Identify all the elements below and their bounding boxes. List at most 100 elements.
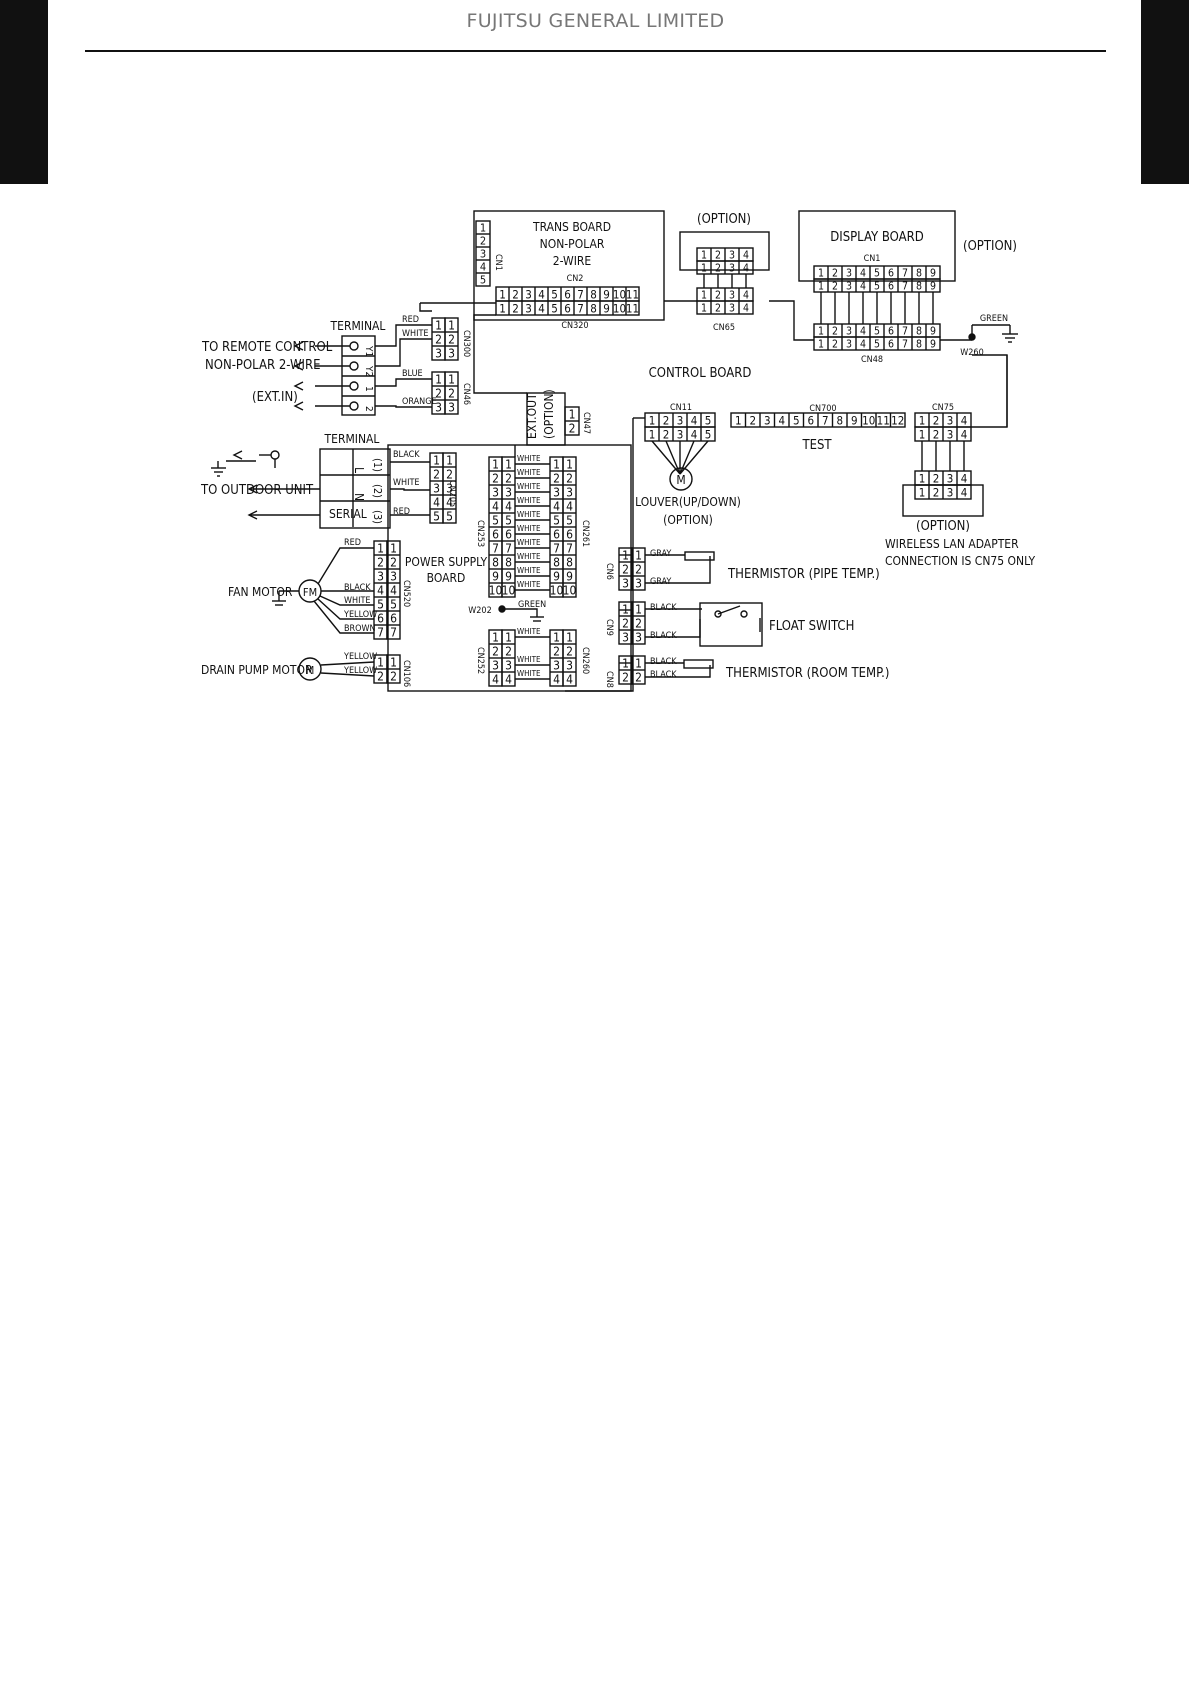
pin-number: 2 [832, 339, 838, 351]
pin-number: 3 [947, 472, 954, 486]
terminal-screw [349, 341, 359, 351]
pin-number: 4 [743, 290, 749, 302]
pin-number: 2 [390, 556, 397, 570]
pin-number: 2 [933, 486, 940, 500]
pin-number: 4 [743, 250, 749, 262]
cn9-label: CN9 [604, 619, 614, 636]
pin-number: 10 [550, 584, 564, 598]
wire-color-label: WHITE [517, 580, 541, 589]
wire-color-label: WHITE [517, 496, 541, 505]
to-remote-label: NON-POLAR 2-WIRE [205, 358, 320, 373]
terminal-N: N [352, 493, 366, 501]
display-board-label: DISPLAY BOARD [830, 230, 924, 245]
wire-color-label: WHITE [517, 566, 541, 575]
pin-number: 4 [860, 268, 866, 280]
pin-number: 2 [715, 250, 721, 262]
pin-number: 3 [947, 486, 954, 500]
pin-number: 2 [715, 263, 721, 275]
trans-board-label: TRANS BOARD [532, 220, 611, 234]
pin-number: 3 [435, 401, 442, 415]
terminal-1: 1 [363, 386, 374, 392]
pin-number: 4 [566, 673, 573, 687]
pin-number: 9 [851, 414, 858, 428]
pin-number: 9 [930, 268, 936, 280]
pin-number: 2 [635, 671, 642, 685]
pin-number: 1 [435, 319, 442, 333]
pin-number: 7 [492, 542, 499, 556]
pin-number: 1 [446, 454, 453, 468]
pin-number: 2 [715, 303, 721, 315]
pin-number: 7 [577, 302, 584, 316]
pin-number: 3 [846, 268, 852, 280]
wire [645, 665, 711, 678]
wire-color-label: BLUE [402, 369, 423, 379]
wire-color-label: BLACK [650, 670, 677, 680]
pin-number: 6 [566, 528, 573, 542]
pin-number: 9 [566, 570, 573, 584]
pin-number: 4 [553, 673, 560, 687]
pin-number: 9 [930, 281, 936, 293]
pin-number: 2 [635, 563, 642, 577]
pin-number: 3 [433, 482, 440, 496]
option-label: (OPTION) [916, 519, 970, 534]
louver-label: (OPTION) [663, 513, 713, 527]
pin-number: 4 [492, 500, 499, 514]
cn75-label: CN75 [932, 403, 954, 413]
pin-number: 9 [603, 302, 610, 316]
pin-number: 7 [553, 542, 560, 556]
pin-number: 1 [566, 458, 573, 472]
pin-number: 2 [832, 326, 838, 338]
pin-number: 9 [505, 570, 512, 584]
pin-number: 3 [635, 577, 642, 591]
terminal-screw [349, 401, 359, 411]
wire-color-label: WHITE [517, 627, 541, 636]
drain-pump-label: DRAIN PUMP MOTOR [201, 663, 313, 677]
terminal-t1: (1) [371, 458, 384, 472]
pin-number: 7 [902, 339, 908, 351]
pin-number: 4 [566, 500, 573, 514]
pin-number: 5 [553, 514, 560, 528]
wire-color-label: WHITE [517, 510, 541, 519]
pin-number: 2 [832, 281, 838, 293]
wire-color-label: BLACK [650, 631, 677, 641]
wire-color-label: WHITE [517, 669, 541, 678]
pin-number: 4 [860, 281, 866, 293]
pin-number: 1 [635, 603, 642, 617]
pin-number: 3 [846, 326, 852, 338]
wire-color-label: BLACK [650, 603, 677, 613]
arrow-head [247, 510, 258, 520]
pin-number: 4 [691, 428, 698, 442]
pin-number: 4 [446, 496, 453, 510]
wire [419, 303, 432, 312]
cn46-pins [444, 371, 459, 415]
display-board-box [798, 210, 956, 282]
pin-number: 2 [933, 414, 940, 428]
motor-label: M [306, 664, 315, 677]
test-label: TEST [801, 438, 832, 453]
terminal-t2: (2) [371, 484, 384, 498]
pin-number: 1 [919, 472, 926, 486]
trans-board-box [473, 210, 665, 321]
wire-color-label: WHITE [517, 552, 541, 561]
motor-wire [313, 600, 374, 634]
to-outdoor-label: TO OUTDOOR UNIT [200, 483, 314, 498]
pin-number: 4 [860, 326, 866, 338]
pin-number: 9 [553, 570, 560, 584]
green-label: GREEN [980, 314, 1008, 324]
wire [320, 661, 375, 666]
wlan-label: WIRELESS LAN ADAPTER [885, 537, 1019, 551]
pin-number: 2 [505, 645, 512, 659]
pin-number: 10 [489, 584, 503, 598]
arrow-head [232, 450, 243, 460]
option-label: (OPTION) [963, 239, 1017, 254]
wlan-label: CONNECTION IS CN75 ONLY [885, 554, 1036, 568]
pin-number: 11 [626, 288, 639, 302]
pin-number: 2 [512, 302, 519, 316]
pin-number: 1 [649, 428, 656, 442]
pin-number: 1 [480, 222, 486, 235]
pin-number: 1 [635, 549, 642, 563]
pin-number: 2 [553, 472, 560, 486]
page-edge-tab-left [0, 0, 48, 184]
pin-number: 3 [846, 281, 852, 293]
